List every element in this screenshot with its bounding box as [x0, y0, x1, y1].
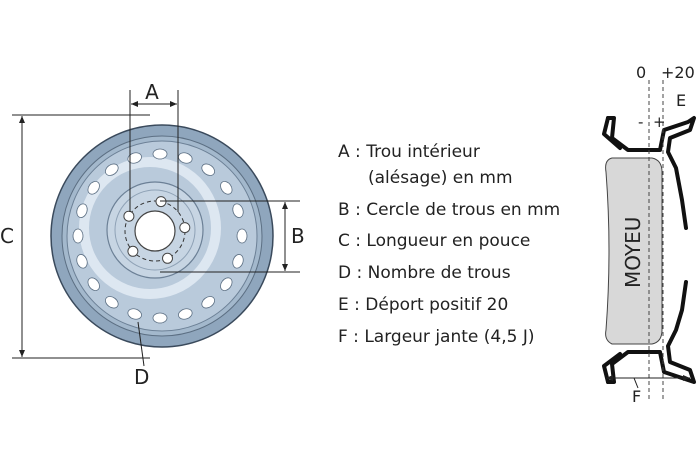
legend-key: E	[338, 295, 349, 315]
label-b: B	[291, 224, 305, 248]
vent-hole	[76, 203, 88, 218]
label-f: F	[632, 387, 641, 406]
dim-c-arrowhead-bottom	[19, 350, 25, 357]
legend-item-a-continued: (alésage) en mm	[368, 168, 513, 188]
rim-top-profile	[606, 116, 696, 230]
label-plus20: +20	[661, 63, 695, 82]
dim-f-pointer	[633, 377, 639, 389]
bolt-hole	[155, 196, 167, 208]
bolt-hole	[179, 222, 191, 234]
rim-top-bead	[602, 116, 622, 150]
legend-item-e: E : Déport positif 20	[338, 295, 508, 315]
dim-b-arrowhead-bottom	[282, 264, 288, 271]
legend-sep: :	[351, 263, 368, 283]
vent-hole	[105, 296, 119, 309]
sign-minus: -	[638, 113, 643, 131]
vent-hole	[87, 277, 100, 291]
bolt-hole	[123, 210, 135, 222]
legend-sep: :	[349, 231, 367, 251]
vent-hole	[105, 163, 119, 176]
dim-f-arrowhead-right	[683, 375, 690, 381]
rim-bottom-profile	[606, 280, 696, 384]
face-highlight	[79, 157, 221, 299]
legend-text: Déport positif 20	[365, 295, 509, 315]
vent-hole	[236, 228, 248, 244]
vent-hole	[178, 308, 193, 320]
legend-text: Trou intérieur	[366, 142, 480, 162]
label-d: D	[134, 365, 149, 389]
vent-hole	[232, 203, 244, 218]
rim-bottom-bead	[602, 352, 622, 384]
vent-hole	[220, 181, 233, 195]
label-a: A	[145, 80, 159, 104]
wheel-front-view: A B C D	[0, 80, 305, 389]
vent-hole	[201, 296, 215, 309]
legend-sep: :	[348, 295, 366, 315]
legend-item-c: C : Longueur en pouce	[338, 231, 530, 251]
label-zero: 0	[636, 63, 646, 82]
vent-hole	[220, 277, 233, 291]
vent-hole	[127, 152, 142, 164]
legend-text: (alésage) en mm	[368, 168, 513, 188]
vent-hole	[178, 152, 193, 164]
bolt-hole	[162, 252, 173, 264]
vent-hole	[232, 254, 244, 269]
hub-block	[605, 157, 663, 345]
legend-text: Largeur jante (4,5 J)	[364, 327, 535, 347]
legend-item-d: D : Nombre de trous	[338, 263, 511, 283]
vent-hole	[201, 163, 215, 176]
ventilation-holes	[72, 148, 248, 324]
legend-sep: :	[349, 142, 367, 162]
dim-b-arrowhead-top	[282, 202, 288, 209]
vent-hole	[152, 148, 168, 160]
hub-plate-ring	[114, 189, 196, 271]
vent-hole	[127, 308, 142, 320]
vent-hole	[152, 312, 168, 324]
vent-hole	[87, 181, 100, 195]
center-bore	[134, 210, 176, 252]
rim-profile-view: 0 +20 E - + MOYEU F	[602, 63, 696, 406]
vent-hole	[76, 254, 88, 269]
legend-sep: :	[349, 200, 367, 220]
dim-d-pointer	[137, 321, 145, 367]
legend-item-a: A : Trou intérieur	[338, 142, 480, 162]
label-c: C	[0, 224, 14, 248]
legend-sep: :	[347, 327, 365, 347]
bolt-hole	[127, 245, 139, 257]
dim-c-arrowhead-top	[19, 116, 25, 123]
legend-key: D	[338, 263, 352, 283]
legend-item-f: F : Largeur jante (4,5 J)	[338, 327, 535, 347]
dim-f-arrowhead-left	[606, 375, 613, 381]
dim-a-arrowhead-left	[131, 101, 138, 107]
legend-key: A	[338, 142, 350, 162]
bolt-holes	[123, 196, 191, 264]
label-e: E	[676, 91, 686, 110]
legend-text: Nombre de trous	[367, 263, 511, 283]
legend-key: B	[338, 200, 350, 220]
legend-key: F	[338, 327, 348, 347]
vent-hole	[72, 228, 84, 244]
dim-a-arrowhead-right	[170, 101, 177, 107]
legend-key: C	[338, 231, 350, 251]
legend-text: Cercle de trous en mm	[366, 200, 561, 220]
hub-label: MOYEU	[621, 217, 645, 288]
sign-plus: +	[653, 113, 666, 131]
legend-text: Longueur en pouce	[366, 231, 531, 251]
legend-item-b: B : Cercle de trous en mm	[338, 200, 560, 220]
